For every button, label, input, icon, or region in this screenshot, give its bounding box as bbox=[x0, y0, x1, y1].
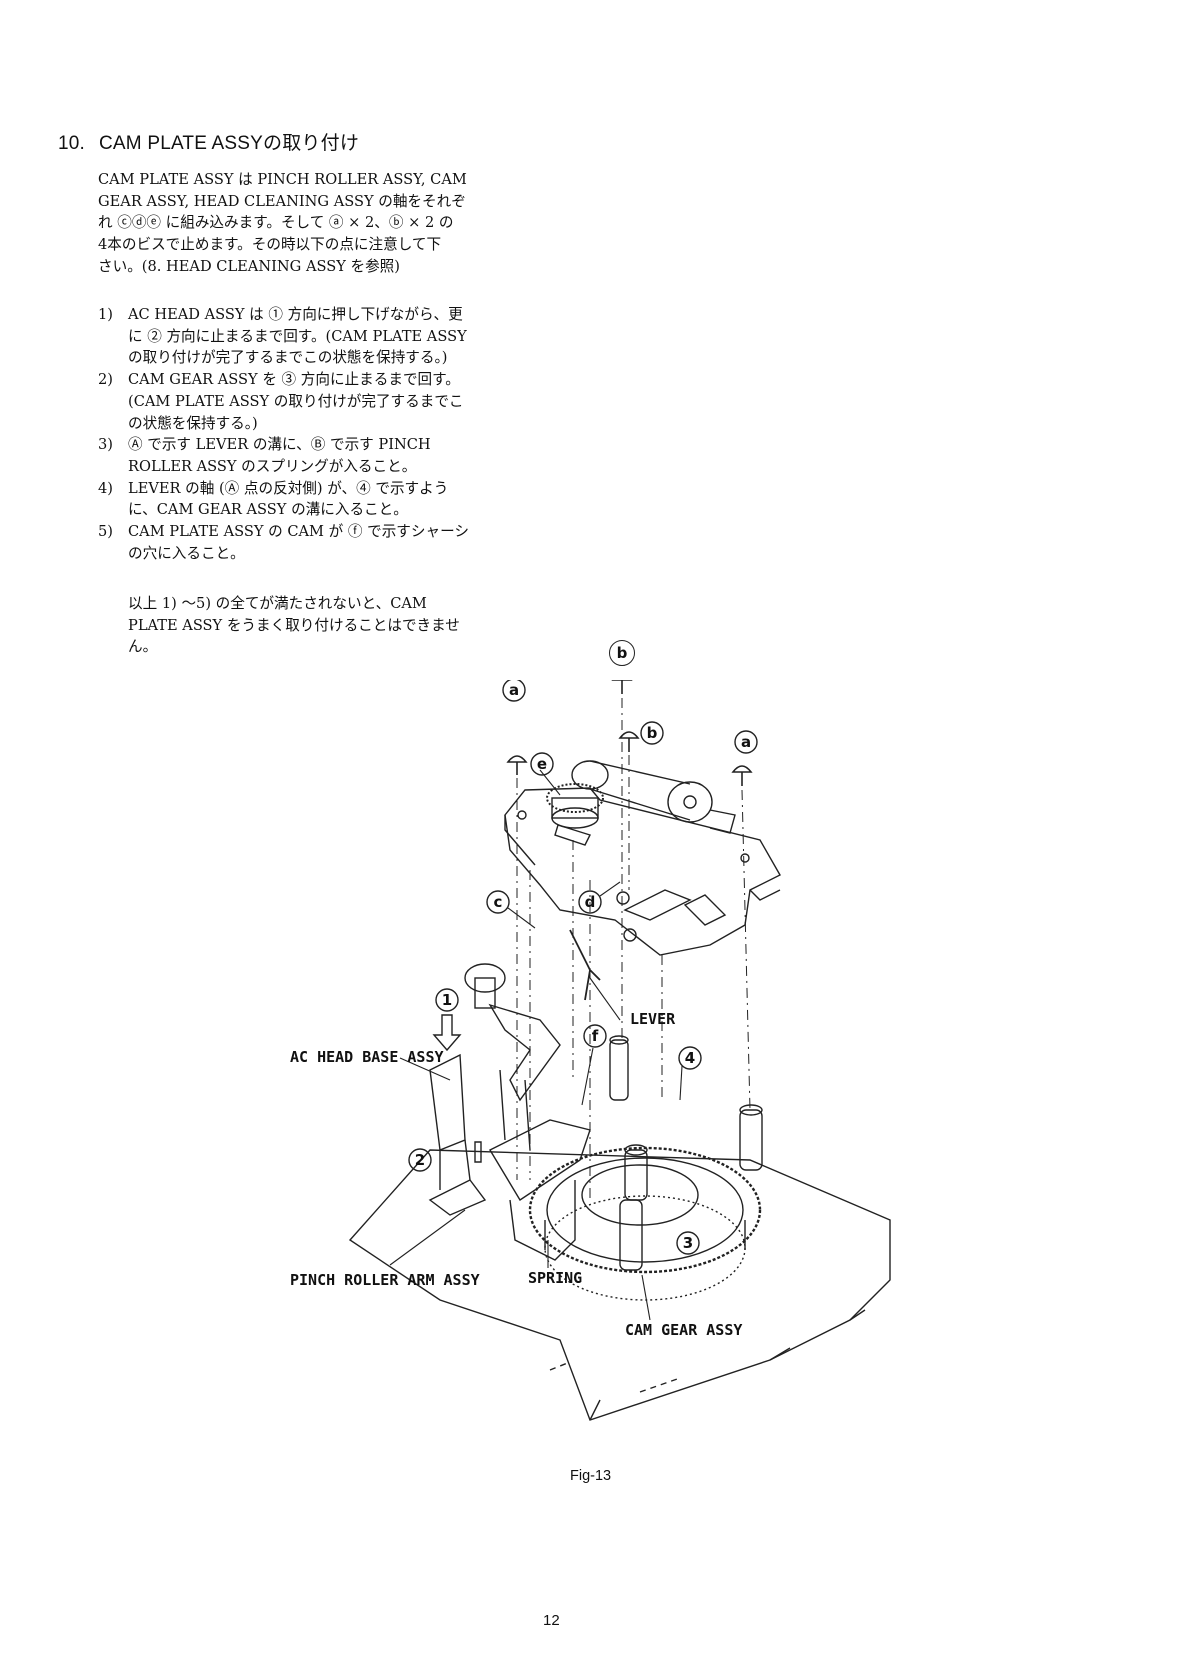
step-line: LEVER の軸 (Ⓐ 点の反対側) が、④ で示すよう bbox=[128, 479, 449, 497]
intro-line: さい。(8. HEAD CLEANING ASSY を参照) bbox=[98, 257, 400, 275]
note-line: ん。 bbox=[128, 638, 158, 656]
step-line: の取り付けが完了するまでこの状態を保持する。) bbox=[128, 349, 448, 367]
note-line: PLATE ASSY をうまく取り付けることはできませ bbox=[128, 616, 460, 634]
marker-a-text: a bbox=[741, 733, 751, 751]
marker-c: c bbox=[486, 890, 510, 914]
marker-b-top-text: b bbox=[616, 644, 628, 662]
marker-c-text: c bbox=[494, 893, 503, 911]
marker-f-text: f bbox=[592, 1027, 599, 1045]
mounting-posts bbox=[609, 1035, 763, 1271]
figure-caption: Fig-13 bbox=[570, 1468, 612, 1484]
step-line: に、CAM GEAR ASSY の溝に入ること。 bbox=[128, 501, 408, 519]
marker-2-text: 2 bbox=[415, 1151, 425, 1169]
marker-b-top-circle: b bbox=[609, 640, 635, 666]
step-item: 3) Ⓐ で示す LEVER の溝に、Ⓑ で示す PINCH ROLLER AS… bbox=[98, 434, 528, 477]
step-line: CAM GEAR ASSY を ③ 方向に止まるまで回す。 bbox=[128, 371, 460, 389]
step-line: の穴に入ること。 bbox=[128, 544, 245, 562]
marker-f: f bbox=[583, 1024, 607, 1048]
chassis-base bbox=[348, 1149, 891, 1421]
label-ac-head-base-assy: AC HEAD BASE ASSY bbox=[290, 1048, 444, 1066]
step-line: AC HEAD ASSY は ① 方向に押し下げながら、更 bbox=[128, 306, 463, 323]
label-pinch-roller-arm-assy: PINCH ROLLER ARM ASSY bbox=[290, 1271, 480, 1289]
step-number: 2) bbox=[98, 371, 113, 389]
step-number: 5) bbox=[98, 523, 113, 541]
step-number: 1) bbox=[98, 306, 113, 323]
step-line: の状態を保持する。) bbox=[128, 414, 258, 432]
ac-head-base bbox=[428, 1053, 487, 1216]
marker-b-text: b bbox=[647, 724, 658, 742]
intro-line: GEAR ASSY, HEAD CLEANING ASSY の軸をそれぞ bbox=[98, 192, 466, 210]
step-item: 2) CAM GEAR ASSY を ③ 方向に止まるまで回す。 (CAM PL… bbox=[98, 369, 528, 434]
pinch-roller-arm bbox=[464, 963, 591, 1261]
label-lever: LEVER bbox=[630, 1010, 676, 1028]
marker-2: 2 bbox=[408, 1148, 432, 1172]
marker-d-text: d bbox=[585, 893, 596, 911]
small-gear bbox=[546, 783, 604, 846]
step-item: 4) LEVER の軸 (Ⓐ 点の反対側) が、④ で示すよう に、CAM GE… bbox=[98, 478, 528, 521]
step-item: 5) CAM PLATE ASSY の CAM が ⓕ で示すシャーシ の穴に入… bbox=[98, 521, 528, 564]
push-arrow-icon bbox=[432, 1014, 462, 1052]
marker-3: 3 bbox=[676, 1231, 700, 1255]
step-number: 3) bbox=[98, 436, 113, 454]
step-item: 1) AC HEAD ASSY は ① 方向に押し下げながら、更 に ② 方向に… bbox=[98, 304, 528, 369]
intro-line: CAM PLATE ASSY は PINCH ROLLER ASSY, CAM bbox=[98, 171, 467, 188]
page-number: 12 bbox=[543, 1612, 560, 1629]
guide-lines bbox=[516, 698, 751, 1200]
step-line: Ⓐ で示す LEVER の溝に、Ⓑ で示す PINCH bbox=[128, 436, 431, 454]
pointer-lines bbox=[389, 769, 683, 1321]
marker-d: d bbox=[578, 890, 602, 914]
intro-line: 4本のビスで止めます。その時以下の点に注意して下 bbox=[98, 236, 442, 254]
marker-a-right: a bbox=[734, 730, 758, 754]
marker-e-text: e bbox=[537, 755, 547, 773]
label-spring: SPRING bbox=[528, 1269, 582, 1287]
step-line: に ② 方向に止まるまで回す。(CAM PLATE ASSY bbox=[128, 327, 467, 345]
step-line: (CAM PLATE ASSY の取り付けが完了するまでこ bbox=[128, 392, 464, 410]
marker-1-text: 1 bbox=[442, 991, 452, 1009]
motor bbox=[571, 760, 736, 834]
intro-line: れ ⓒⓓⓔ に組み込みます。そして ⓐ × 2、ⓑ × 2 の bbox=[98, 214, 454, 232]
section-title: CAM PLATE ASSYの取り付け bbox=[99, 133, 360, 154]
step-number: 4) bbox=[98, 479, 113, 497]
marker-1: 1 bbox=[435, 988, 459, 1012]
marker-a-left: a bbox=[502, 680, 526, 702]
exploded-assembly-diagram: a b a e c d f 1 bbox=[290, 680, 891, 1421]
intro-paragraph: CAM PLATE ASSY は PINCH ROLLER ASSY, CAM … bbox=[98, 169, 528, 278]
marker-4-text: 4 bbox=[685, 1049, 695, 1067]
step-line: CAM PLATE ASSY の CAM が ⓕ で示すシャーシ bbox=[128, 523, 469, 541]
marker-4: 4 bbox=[678, 1046, 702, 1070]
note-paragraph: 以上 1) ～5) の全てが満たされないと、CAM PLATE ASSY をうま… bbox=[128, 593, 528, 658]
marker-e: e bbox=[530, 752, 554, 776]
section-number: 10. bbox=[58, 133, 86, 154]
label-cam-gear-assy: CAM GEAR ASSY bbox=[625, 1321, 742, 1339]
marker-b-right: b bbox=[640, 721, 664, 745]
steps-list: 1) AC HEAD ASSY は ① 方向に押し下げながら、更 に ② 方向に… bbox=[98, 304, 528, 564]
note-line: 以上 1) ～5) の全てが満たされないと、CAM bbox=[128, 595, 427, 612]
marker-3-text: 3 bbox=[683, 1234, 693, 1252]
step-line: ROLLER ASSY のスプリングが入ること。 bbox=[128, 457, 417, 475]
section-heading: 10. CAM PLATE ASSYの取り付け bbox=[58, 128, 359, 155]
marker-a-text: a bbox=[509, 681, 519, 699]
cam-plate-assy bbox=[504, 787, 781, 956]
cam-gear-assy bbox=[528, 1144, 762, 1301]
lever bbox=[569, 929, 601, 1001]
